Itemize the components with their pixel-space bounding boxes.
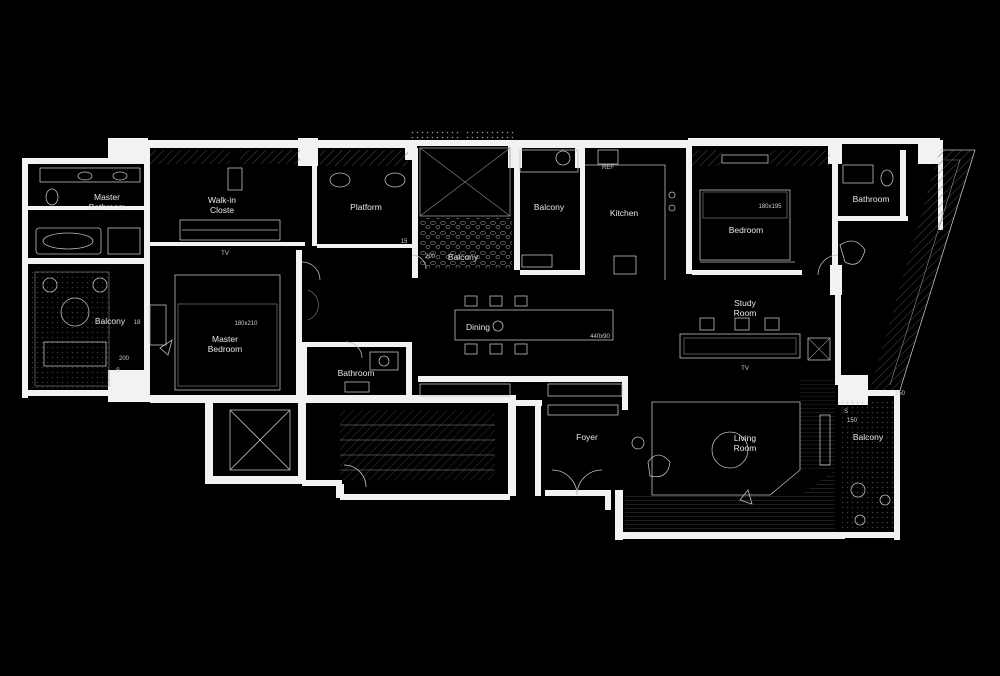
label-balcony-right: Balcony <box>853 432 884 442</box>
label-master-bedroom-2: Bedroom <box>208 344 243 354</box>
label-master-bathroom-2: Bathroom <box>89 202 126 212</box>
dim-150a: 150 <box>895 391 906 397</box>
label-living-2: Room <box>734 443 757 453</box>
dim-18: 18 <box>134 320 141 326</box>
label-study-2: Room <box>734 308 757 318</box>
label-balcony-left: Balcony <box>95 316 126 326</box>
label-walk-in-1: Walk-in <box>208 195 236 205</box>
room-labels: Master Bathroom Walk-in Closte Platform … <box>89 192 890 453</box>
dim-150b: 150 <box>847 418 858 424</box>
dim-200v: 200 <box>425 254 436 260</box>
label-balcony-center: Balcony <box>448 252 479 262</box>
label-living-1: Living <box>734 433 756 443</box>
label-balcony-kitchen: Balcony <box>534 202 565 212</box>
s-right: S <box>844 409 848 415</box>
label-walk-in-2: Closte <box>210 205 234 215</box>
textures <box>32 130 976 530</box>
fixtures <box>35 149 894 526</box>
label-bathroom-small: Bathroom <box>338 368 375 378</box>
label-platform: Platform <box>350 202 382 212</box>
walls <box>22 138 943 540</box>
label-bathroom-right: Bathroom <box>853 194 890 204</box>
label-kitchen: Kitchen <box>610 208 639 218</box>
label-bedroom: Bedroom <box>729 225 764 235</box>
label-master-bathroom-1: Master <box>94 192 120 202</box>
tv-study: TV <box>741 366 749 372</box>
dim-200: 200 <box>119 356 130 362</box>
doors <box>301 254 839 359</box>
label-foyer: Foyer <box>576 432 598 442</box>
fridge-mark: REF <box>602 165 614 171</box>
label-master-bedroom-1: Master <box>212 334 238 344</box>
label-dining: Dining <box>466 322 490 332</box>
annotations: TV TV 18 200 15 150 150 200 S S REF <box>116 165 906 424</box>
label-table-size: 440x90 <box>590 334 610 340</box>
label-bed-size-bedroom: 180x195 <box>758 204 782 210</box>
dim-15: 15 <box>401 239 408 245</box>
s-left: S <box>116 368 120 374</box>
label-bed-size-master: 180x210 <box>234 321 258 327</box>
label-study-1: Study <box>734 298 756 308</box>
tv-closet: TV <box>221 251 229 257</box>
